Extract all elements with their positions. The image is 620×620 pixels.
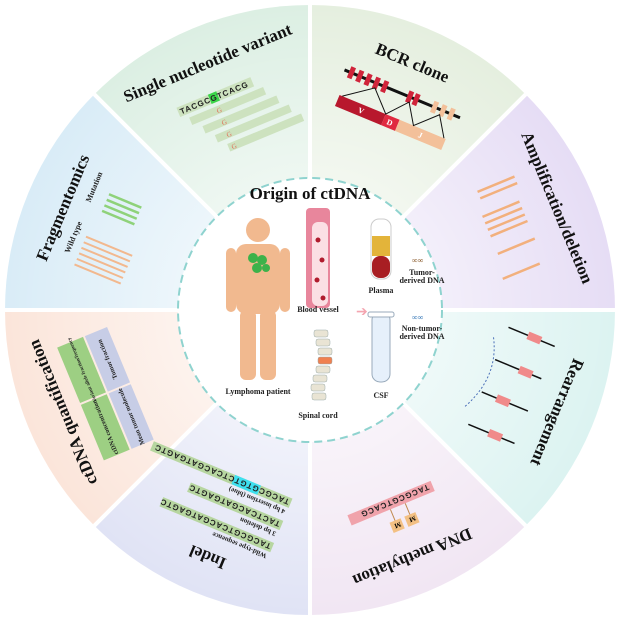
spine-label: Spinal cord: [298, 411, 338, 420]
spinal-cord-illustration: [310, 329, 333, 401]
nontumor-dna-icon: ∞∞: [412, 313, 424, 322]
variant-base: G: [215, 106, 223, 115]
nontumor-dna-label: Non-tumor-derived DNA: [399, 324, 444, 341]
v-segment: V: [357, 106, 366, 117]
j-segment: J: [417, 130, 424, 140]
tumor-dna-label: Tumor-derived DNA: [399, 268, 444, 285]
variant-base: G: [220, 118, 228, 127]
sector-divider: [92, 400, 220, 528]
variant-base: G: [225, 130, 233, 139]
center-title: Origin of ctDNA: [250, 184, 372, 203]
sector-divider: [400, 92, 528, 220]
methyl-mark: M: [393, 520, 403, 530]
vessel-label: Blood vessel: [297, 305, 339, 314]
variant-base: G: [230, 142, 238, 151]
tumor-dna-icon: ∞∞: [412, 256, 424, 265]
plasma-tube: [370, 218, 392, 280]
origin-panel: Origin of ctDNA Lymphoma patient Blood v…: [225, 184, 444, 420]
csf-tube: [367, 311, 395, 383]
sector-divider: [92, 92, 220, 220]
plasma-label: Plasma: [369, 286, 394, 295]
methyl-mark: M: [407, 514, 417, 524]
patient-figure: [226, 218, 290, 380]
patient-label: Lymphoma patient: [225, 387, 290, 396]
sector-divider: [400, 400, 528, 528]
blood-vessel-illustration: [306, 208, 330, 308]
d-segment: D: [385, 117, 394, 128]
csf-label: CSF: [373, 391, 388, 400]
arrow-icon: ➔: [356, 305, 368, 320]
